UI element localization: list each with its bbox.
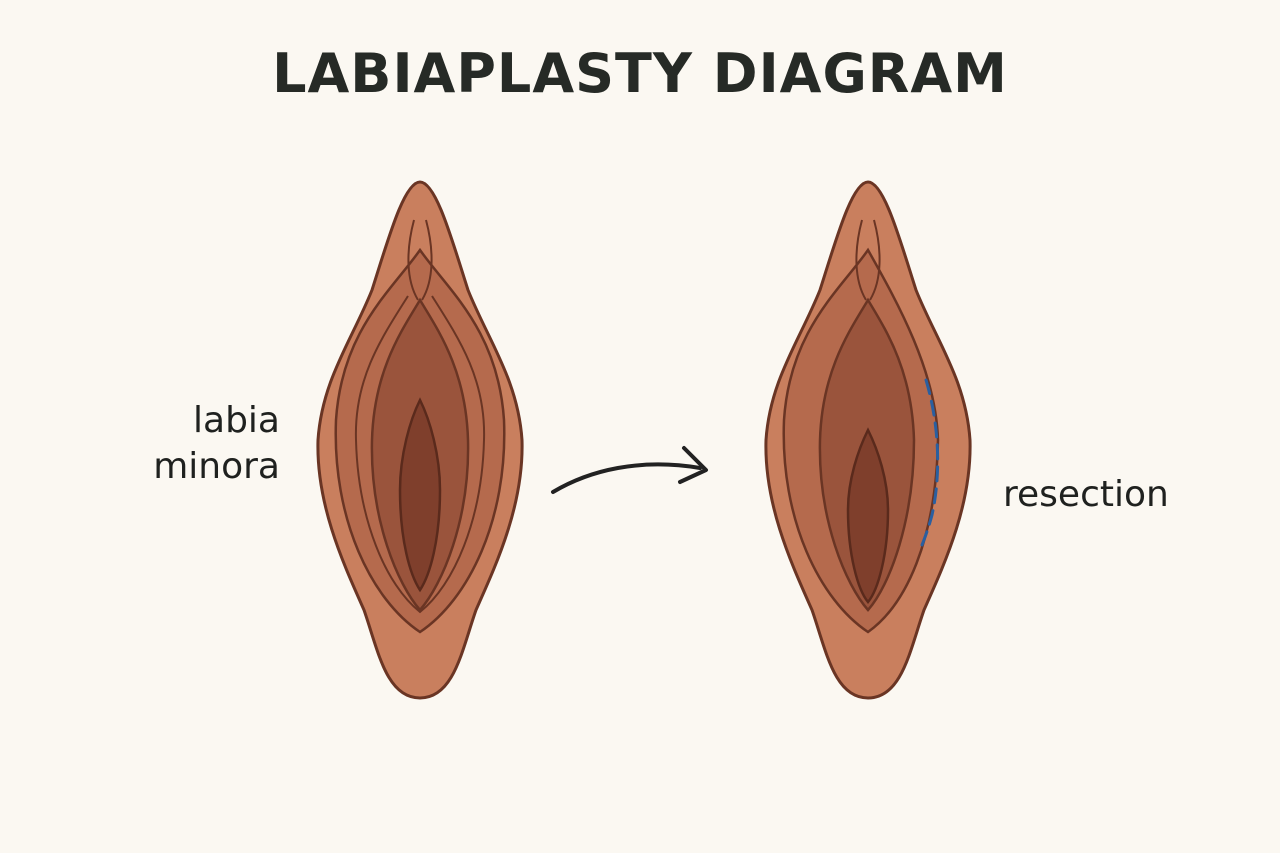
before-labia-minora-fold <box>354 295 486 614</box>
label-resection: resection <box>1003 474 1169 515</box>
label-labia-minora-line2: minora <box>153 446 280 487</box>
after-illustration <box>764 180 972 700</box>
label-labia-minora-line1: labia <box>193 400 280 441</box>
after-top-crease <box>855 219 881 301</box>
diagram-title: LABIAPLASTY DIAGRAM <box>272 42 1008 105</box>
before-top-crease <box>407 219 433 301</box>
after-core-shape <box>846 427 890 604</box>
dashed-incision-line-icon <box>918 378 940 552</box>
before-illustration <box>316 180 524 700</box>
before-core-shape <box>398 397 442 593</box>
label-labia-minora: labia minora <box>120 398 280 490</box>
curved-right-arrow-icon <box>551 446 708 494</box>
